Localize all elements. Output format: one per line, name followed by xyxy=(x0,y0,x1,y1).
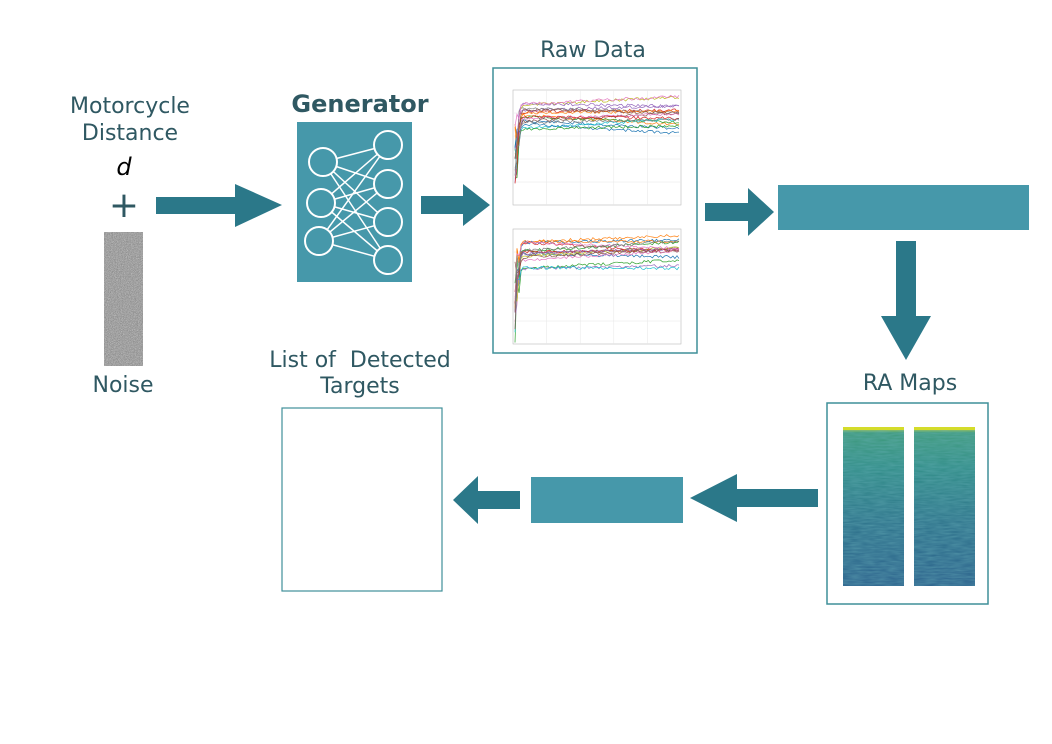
signal-trace xyxy=(514,108,680,159)
processing-block-1 xyxy=(778,185,1029,230)
signal-trace xyxy=(514,96,680,158)
input-node xyxy=(304,226,334,256)
signal-trace xyxy=(514,115,679,184)
signal-trace xyxy=(514,240,680,284)
arrow-raw-data-to-block xyxy=(705,188,774,236)
processing-block-2 xyxy=(531,477,683,523)
detected-targets-title-line2: Targets xyxy=(320,374,400,399)
signal-trace xyxy=(514,102,680,150)
ra-map-right xyxy=(914,427,975,586)
signal-trace xyxy=(514,249,680,322)
arrow-generator-to-raw-data xyxy=(421,184,490,226)
signal-trace xyxy=(514,239,680,308)
distance-variable: d xyxy=(116,153,132,181)
generator-block xyxy=(297,122,412,282)
ra-map-left xyxy=(843,427,904,586)
ra-maps-frame xyxy=(826,402,989,605)
ra-maps-title: RA Maps xyxy=(862,371,958,396)
output-node xyxy=(373,245,403,275)
output-node xyxy=(373,130,403,160)
arrow-ra-maps-to-block xyxy=(690,474,818,522)
arrow-input-to-generator xyxy=(156,184,282,227)
detected-targets-title-line1: List of Detected xyxy=(269,348,451,373)
signal-trace xyxy=(514,234,680,312)
input-title-line2: Distance xyxy=(81,121,179,146)
signal-trace xyxy=(514,240,680,311)
signal-trace xyxy=(514,94,680,127)
raw-data-plot-bottom xyxy=(512,228,682,345)
raw-data-title: Raw Data xyxy=(540,38,646,63)
input-title-line1: Motorcycle xyxy=(70,94,190,119)
signal-trace xyxy=(514,259,680,343)
plus-sign: + xyxy=(108,185,140,226)
signal-trace xyxy=(514,264,680,312)
arrow-block-down-to-ra-maps xyxy=(881,241,931,360)
signal-trace xyxy=(514,117,680,176)
input-node xyxy=(308,147,338,177)
signal-trace xyxy=(514,240,680,300)
output-node xyxy=(373,207,403,237)
input-node xyxy=(306,188,336,218)
signal-trace xyxy=(514,247,679,313)
signal-trace xyxy=(514,248,680,330)
noise-image xyxy=(104,232,143,366)
raw-data-plot-top xyxy=(512,89,682,206)
noise-label: Noise xyxy=(92,373,154,398)
signal-trace xyxy=(514,112,680,172)
generator-title: Generator xyxy=(291,90,429,118)
signal-trace xyxy=(514,109,680,139)
output-node xyxy=(373,169,403,199)
arrow-block-to-targets xyxy=(453,476,520,524)
signal-trace xyxy=(514,124,680,179)
signal-trace xyxy=(514,265,680,333)
detected-targets-box xyxy=(281,407,443,592)
signal-trace xyxy=(514,123,680,149)
